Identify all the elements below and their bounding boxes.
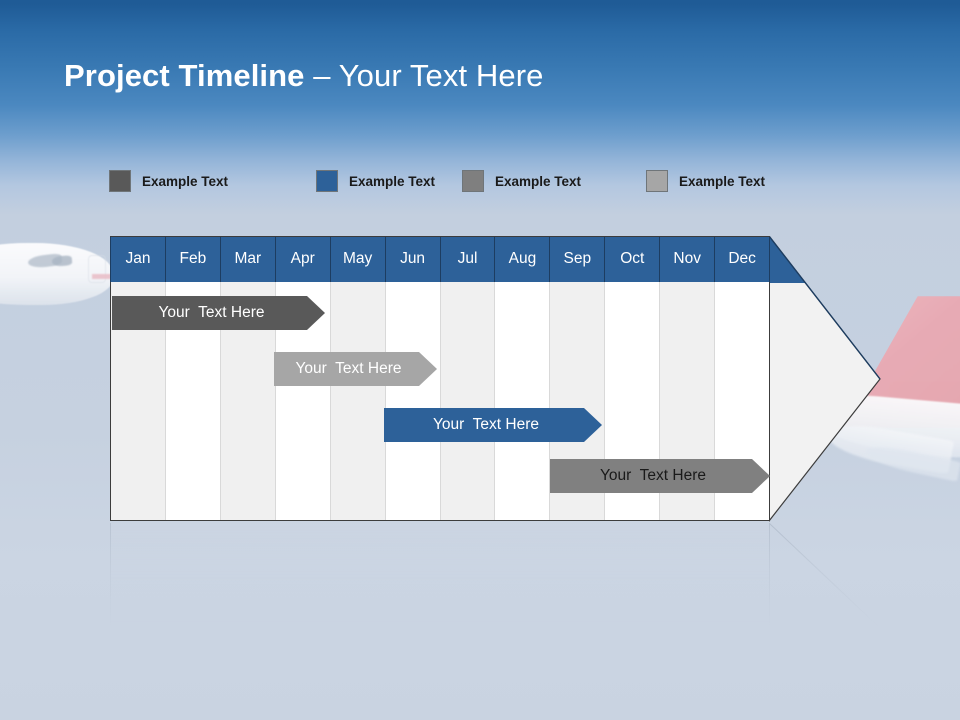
month-header-apr[interactable]: Apr: [275, 236, 331, 282]
page-title: Project Timeline – Your Text Here: [64, 58, 543, 94]
legend-item-label: Example Text: [349, 173, 436, 189]
timeline-column-oct: Oct: [605, 236, 661, 520]
reflection-body: [110, 523, 770, 628]
legend-item-label: Example Text: [142, 173, 229, 189]
timeline-column-aug: Aug: [495, 236, 551, 520]
timeline-column-feb: Feb: [165, 236, 221, 520]
legend-swatch-icon: [316, 170, 338, 192]
timeline-bar[interactable]: Your Text Here: [550, 459, 770, 493]
legend-item[interactable]: Example Text: [646, 169, 765, 193]
page-title-strong: Project Timeline: [64, 58, 305, 93]
timeline-bar[interactable]: Your Text Here: [112, 296, 325, 330]
month-header-sep[interactable]: Sep: [550, 236, 606, 282]
timeline-bar-shape: [384, 408, 602, 442]
timeline-column-jan: Jan: [110, 236, 166, 520]
timeline-bar-label: Your Text Here: [600, 467, 706, 484]
month-header-mar[interactable]: Mar: [220, 236, 276, 282]
legend-swatch-icon: [646, 170, 668, 192]
legend-item[interactable]: Example Text: [462, 169, 581, 193]
legend-item-label: Example Text: [495, 173, 582, 189]
month-header-oct[interactable]: Oct: [605, 236, 661, 282]
airplane-fuselage-icon: [807, 390, 960, 460]
legend-item[interactable]: Example Text: [109, 169, 228, 193]
cockpit-window-secondary-icon: [51, 255, 73, 267]
airplane-door-icon: [88, 255, 106, 283]
month-header-may[interactable]: May: [330, 236, 386, 282]
legend-swatch-icon: [109, 170, 131, 192]
timeline-bar-shape: [274, 352, 437, 386]
month-header-jul[interactable]: Jul: [440, 236, 496, 282]
timeline-bar-shape: [550, 459, 770, 493]
month-header-jan[interactable]: Jan: [110, 236, 166, 282]
airplane-wing-icon: [824, 419, 954, 475]
airplane-stabiliser-icon: [862, 442, 960, 482]
month-header-dec[interactable]: Dec: [715, 236, 771, 282]
timeline-bar[interactable]: Your Text Here: [274, 352, 437, 386]
month-header-aug[interactable]: Aug: [495, 236, 551, 282]
arrow-tip-shape: [768, 234, 881, 523]
legend-item[interactable]: Example Text: [316, 169, 435, 193]
timeline-bar[interactable]: Your Text Here: [384, 408, 602, 442]
timeline-bar-label: Your Text Here: [433, 416, 539, 433]
reflection-edge: [110, 523, 770, 527]
timeline-column-dec: Dec: [715, 236, 771, 520]
timeline-bar-label: Your Text Here: [158, 304, 265, 321]
reflection-arrow-tip: [768, 523, 881, 628]
page-title-dash: –: [304, 58, 339, 93]
airplane-tail-fin-icon: [842, 296, 960, 428]
timeline-column-apr: Apr: [275, 236, 331, 520]
airplane-nose-icon: [0, 243, 113, 305]
timeline-bar-label: Your Text Here: [295, 360, 402, 377]
page-title-light: Your Text Here: [338, 58, 544, 93]
timeline-column-mar: Mar: [220, 236, 276, 520]
grid-top-border: [110, 236, 770, 237]
legend-swatch-icon: [462, 170, 484, 192]
timeline-bar-shape: [112, 296, 325, 330]
cockpit-window-icon: [27, 252, 63, 270]
timeline-arrow-tip: [768, 234, 881, 523]
legend: Example Text Example Text Example Text Exam…: [109, 169, 909, 193]
legend-item-label: Example Text: [679, 173, 766, 189]
chart-reflection: [110, 523, 882, 628]
month-header-jun[interactable]: Jun: [385, 236, 441, 282]
month-header-feb[interactable]: Feb: [165, 236, 221, 282]
month-header-nov[interactable]: Nov: [660, 236, 716, 282]
reflection-tip-shape: [768, 523, 881, 628]
timeline-column-jun: Jun: [385, 236, 441, 520]
timeline-column-jul: Jul: [440, 236, 496, 520]
